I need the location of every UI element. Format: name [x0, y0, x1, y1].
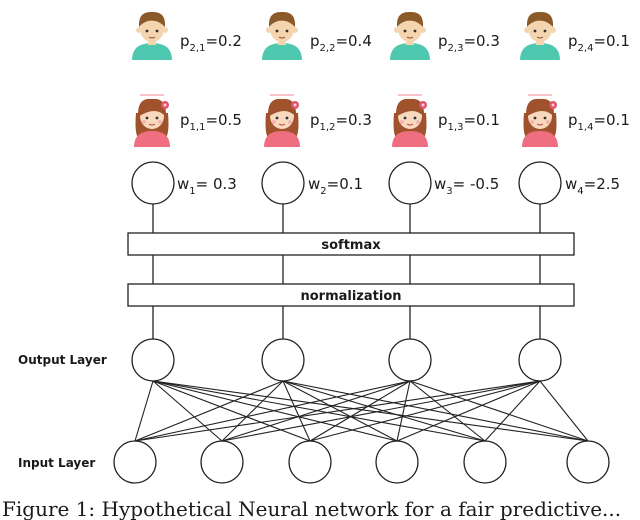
nodes-group — [113, 161, 610, 484]
boy-probability-label-2: p2,2=0.4 — [310, 32, 372, 54]
output-node — [131, 338, 175, 382]
girl-avatar-icon — [392, 94, 428, 147]
input-node — [288, 440, 332, 484]
link-input-output — [134, 380, 284, 442]
boy-avatar-icon — [520, 11, 560, 60]
girl-probability-label-2: p1,2=0.3 — [310, 111, 372, 133]
output-layer-label: Output Layer — [18, 353, 107, 367]
weight-node — [261, 161, 305, 205]
boy-avatar-icon — [262, 11, 302, 60]
input-node — [375, 440, 419, 484]
link-input-output — [152, 380, 486, 442]
link-input-output — [152, 380, 223, 442]
edges-group — [134, 204, 589, 442]
weight-label-3: w3= -0.5 — [434, 175, 499, 197]
avatars-group — [132, 11, 560, 147]
weight-label-1: w1= 0.3 — [177, 175, 237, 197]
weight-label-4: w4=2.5 — [565, 175, 620, 197]
input-node — [463, 440, 507, 484]
link-input-output — [134, 380, 154, 442]
link-input-output — [309, 380, 411, 442]
boy-probability-label-4: p2,4=0.1 — [568, 32, 630, 54]
output-node — [261, 338, 305, 382]
link-input-output — [282, 380, 398, 442]
link-input-output — [152, 380, 398, 442]
boy-avatar-icon — [132, 11, 172, 60]
output-node — [518, 338, 562, 382]
normalization-label: normalization — [300, 289, 401, 304]
link-input-output — [152, 380, 311, 442]
link-input-output — [134, 380, 541, 442]
input-node — [113, 440, 157, 484]
boy-probability-label-3: p2,3=0.3 — [438, 32, 500, 54]
weight-node — [388, 161, 432, 205]
link-input-output — [282, 380, 311, 442]
boy-probability-label-1: p2,1=0.2 — [180, 32, 242, 54]
girl-probability-label-3: p1,3=0.1 — [438, 111, 500, 133]
softmax-label: softmax — [321, 238, 381, 253]
output-node — [388, 338, 432, 382]
weight-node — [518, 161, 562, 205]
link-input-output — [282, 380, 589, 442]
softmax-box — [127, 232, 575, 256]
link-input-output — [152, 380, 589, 442]
girl-probability-label-1: p1,1=0.5 — [180, 111, 242, 133]
link-input-output — [282, 380, 486, 442]
normalization-box — [127, 283, 575, 307]
input-node — [200, 440, 244, 484]
figure-caption: Figure 1: Hypothetical Neural network fo… — [2, 497, 621, 520]
link-input-output — [221, 380, 541, 442]
input-layer-label: Input Layer — [18, 456, 95, 470]
link-input-output — [134, 380, 411, 442]
link-input-output — [409, 380, 589, 442]
link-input-output — [396, 380, 541, 442]
link-input-output — [484, 380, 541, 442]
link-input-output — [409, 380, 486, 442]
link-input-output — [221, 380, 284, 442]
girl-avatar-icon — [522, 94, 558, 147]
link-input-output — [309, 380, 541, 442]
boy-avatar-icon — [390, 11, 430, 60]
input-node — [566, 440, 610, 484]
weight-label-2: w2=0.1 — [308, 175, 363, 197]
weight-node — [131, 161, 175, 205]
girl-avatar-icon — [134, 94, 170, 147]
link-input-output — [539, 380, 589, 442]
girl-probability-label-4: p1,4=0.1 — [568, 111, 630, 133]
link-input-output — [396, 380, 411, 442]
girl-avatar-icon — [264, 94, 300, 147]
